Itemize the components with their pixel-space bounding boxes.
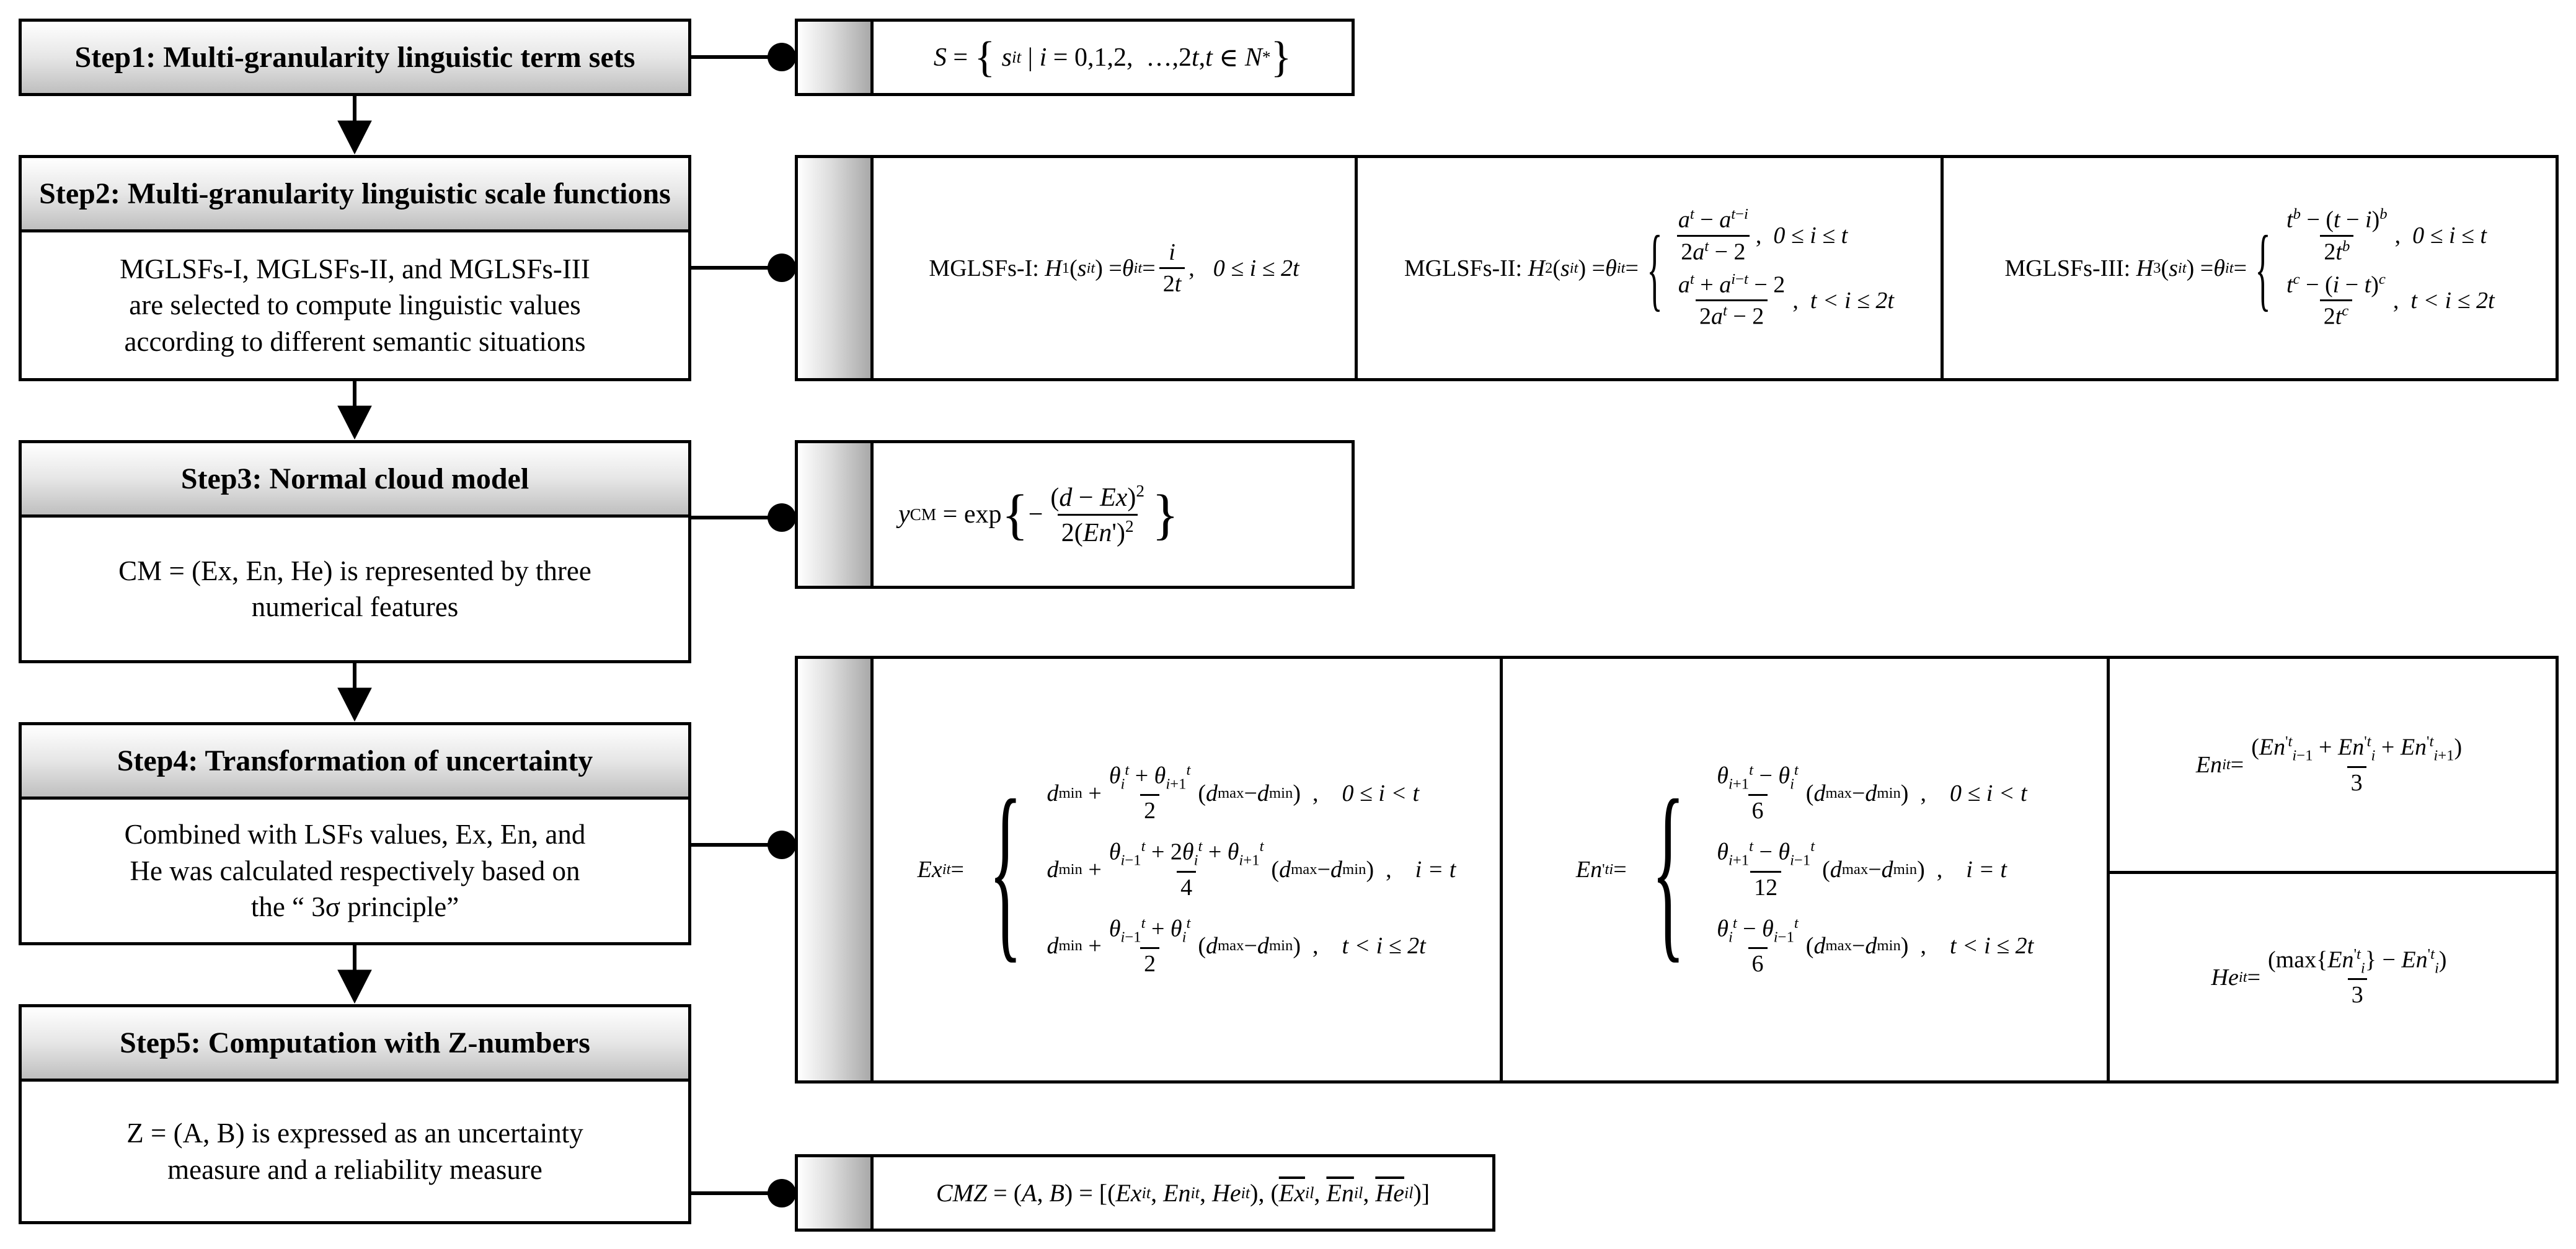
step5-description: Z = (A, B) is expressed as an uncertaint… (19, 1082, 691, 1224)
connector-dot-3 (768, 503, 796, 532)
mglsf-3-label: MGLSFs-III: (2004, 255, 2131, 281)
arrow-3-4-head (337, 687, 372, 722)
divider (2107, 659, 2110, 1080)
horizontal-connectors (691, 55, 795, 1195)
step3-title: Step3: Normal cloud model (180, 462, 529, 495)
step4-desc-line: He was calculated respectively based on (130, 855, 580, 886)
en-cond-1: 0 ≤ i < t (1949, 780, 2027, 806)
ex-cond-2: i = t (1415, 857, 1456, 883)
mglsf-1-label: MGLSFs-I: (929, 255, 1039, 281)
en-cond-3: t < i ≤ 2t (1949, 933, 2034, 960)
connector-dot-2 (768, 254, 796, 282)
connector-dot-1 (768, 43, 796, 71)
cm-superscript: CM (910, 505, 937, 524)
step4-title: Step4: Transformation of uncertainty (117, 744, 593, 777)
step2-desc-line: MGLSFs-I, MGLSFs-II, and MGLSFs-III (120, 253, 590, 285)
step3-desc-line: numerical features (251, 591, 459, 622)
step5-desc-line: Z = (A, B) is expressed as an uncertaint… (126, 1118, 583, 1149)
divider (2107, 871, 2556, 874)
step4-header: Step4: Transformation of uncertainty (19, 722, 691, 800)
step5-desc-line: measure and a reliability measure (167, 1154, 542, 1185)
step4-description: Combined with LSFs values, Ex, En, and H… (19, 800, 691, 945)
divider (1355, 158, 1358, 378)
step4-desc-line: Combined with LSFs values, Ex, En, and (124, 819, 586, 850)
step2-header: Step2: Multi-granularity linguistic scal… (19, 155, 691, 232)
step1-header: Step1: Multi-granularity linguistic term… (19, 19, 691, 96)
step3-desc-line: CM = (Ex, En, He) is represented by thre… (118, 555, 591, 586)
box-side-bar (798, 659, 874, 1080)
box-side-bar (798, 1157, 874, 1229)
mglsf-1-condition: 0 ≤ i ≤ 2t (1213, 255, 1299, 281)
arrow-4-5-head (337, 969, 372, 1004)
step4-desc-line: the “ 3σ principle” (250, 891, 459, 923)
mglsf-2-cond-high: t < i ≤ 2t (1810, 287, 1894, 314)
ex-cond-3: t < i ≤ 2t (1342, 933, 1426, 960)
step5-header: Step5: Computation with Z-numbers (19, 1004, 691, 1082)
connector-dot-4 (768, 831, 796, 859)
en-cond-2: i = t (1966, 857, 2007, 883)
mglsf-3-cond-high: t < i ≤ 2t (2410, 287, 2495, 314)
mglsf-3-cond-low: 0 ≤ i ≤ t (2412, 223, 2487, 249)
box-side-bar (798, 22, 874, 93)
box-side-bar (798, 443, 874, 586)
step5-title: Step5: Computation with Z-numbers (120, 1026, 590, 1059)
arrow-2-3-head (337, 405, 372, 440)
step2-desc-line: are selected to compute linguistic value… (129, 289, 581, 321)
ex-cond-1: 0 ≤ i < t (1342, 780, 1420, 806)
step2-description: MGLSFs-I, MGLSFs-II, and MGLSFs-III are … (19, 232, 691, 381)
step2-title: Step2: Multi-granularity linguistic scal… (39, 177, 671, 210)
divider (1941, 158, 1944, 378)
connector-dot-5 (768, 1179, 796, 1207)
step3-header: Step3: Normal cloud model (19, 440, 691, 518)
step-arrows (337, 96, 372, 1004)
step2-desc-line: according to different semantic situatio… (124, 325, 586, 357)
mglsf-2-label: MGLSFs-II: (1404, 255, 1523, 281)
exp-label: exp (963, 500, 1002, 529)
step1-title: Step1: Multi-granularity linguistic term… (74, 41, 635, 74)
arrow-1-2-head (337, 120, 372, 155)
mglsf-2-cond-low: 0 ≤ i ≤ t (1773, 223, 1848, 249)
divider (1500, 659, 1503, 1080)
box-side-bar (798, 158, 874, 378)
step3-description: CM = (Ex, En, He) is represented by thre… (19, 518, 691, 663)
